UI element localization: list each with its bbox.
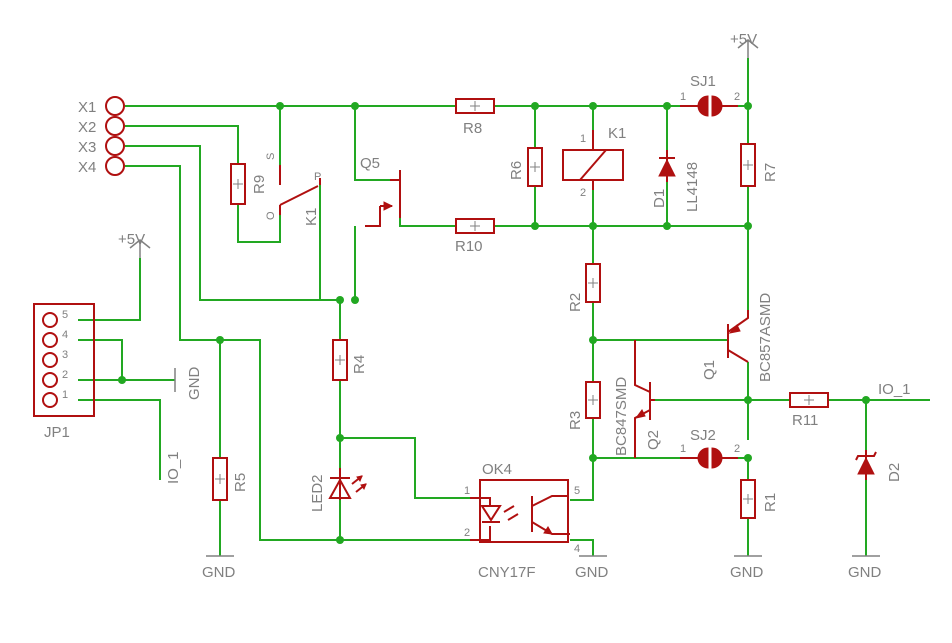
led2-label: LED2 <box>309 474 326 512</box>
ground-d2: GND <box>848 555 882 581</box>
ok4-label: OK4 <box>482 461 512 478</box>
r1-label: R1 <box>762 493 779 512</box>
optocoupler-ok4: 1 2 4 5 OK4 CNY17F <box>464 461 580 581</box>
led-led2: LED2 <box>309 468 367 512</box>
sj2-pin-2: 2 <box>734 443 740 455</box>
k1-coil-label: K1 <box>608 125 626 142</box>
connector-x2: X2 <box>78 116 125 136</box>
jumper-sj2: 1 2 SJ2 <box>680 427 740 469</box>
ok4-pin-5: 5 <box>574 485 580 497</box>
r7-label: R7 <box>762 163 779 182</box>
resistor-r1: R1 <box>740 479 779 519</box>
connector-label-x3: X3 <box>78 139 96 156</box>
io-label-right: IO_1 <box>878 381 911 398</box>
ground-jp1: GND <box>174 367 203 401</box>
q1-value: BC857ASMD <box>757 293 774 382</box>
jumper-sj1: 1 2 SJ1 <box>680 73 740 117</box>
r10-label: R10 <box>455 238 483 255</box>
gnd-label-ok4: GND <box>575 564 609 581</box>
diode-d1: D1 LL4148 <box>651 150 701 212</box>
wires <box>78 58 930 556</box>
r2-label: R2 <box>567 293 584 312</box>
k1-contact-s: S <box>265 153 277 160</box>
vcc-top-label: +5V <box>730 31 757 48</box>
transistor-q2: Q2 BC847SMD <box>613 340 662 458</box>
connector-x1: X1 <box>78 96 125 116</box>
transistor-q5: Q5 <box>360 155 401 227</box>
ground-ok4: GND <box>575 555 609 581</box>
vcc-left-symbol: +5V <box>118 231 151 258</box>
d1-label: D1 <box>651 189 668 208</box>
jp1-pin-2: 2 <box>62 369 68 381</box>
header-jp1: 5 4 3 2 1 JP1 <box>33 303 95 441</box>
resistor-r5: R5 <box>212 457 249 501</box>
r11-label: R11 <box>792 412 818 429</box>
d1-value: LL4148 <box>684 162 701 212</box>
resistor-r2: R2 <box>567 263 601 312</box>
connector-label-x2: X2 <box>78 119 96 136</box>
connector-x4: X4 <box>78 156 125 176</box>
ground-r1: GND <box>730 555 764 581</box>
ok4-pin-1: 1 <box>464 485 470 497</box>
sj1-pin-2: 2 <box>734 91 740 103</box>
q2-label: Q2 <box>645 430 662 450</box>
jp1-pin-3: 3 <box>62 349 68 361</box>
ground-r5: GND <box>202 555 236 581</box>
ok4-pin-2: 2 <box>464 527 470 539</box>
r6-label: R6 <box>508 161 525 180</box>
sj1-pin-1: 1 <box>680 91 686 103</box>
gnd-label-r5: GND <box>202 564 236 581</box>
r4-label: R4 <box>351 355 368 374</box>
k1-coil-pin-2: 2 <box>580 187 586 199</box>
relay-k1-contact: S P O K1 <box>265 153 321 226</box>
resistor-r4: R4 <box>332 339 368 381</box>
connector-label-x1: X1 <box>78 99 96 116</box>
ok4-pin-4: 4 <box>574 543 580 555</box>
resistor-r9: R9 <box>230 163 268 205</box>
jp1-pin-1: 1 <box>62 389 68 401</box>
resistor-r11: R11 <box>789 392 829 429</box>
transistor-q1: Q1 BC857ASMD <box>701 293 774 382</box>
connector-x3: X3 <box>78 136 125 156</box>
ok4-value: CNY17F <box>478 564 536 581</box>
q5-label: Q5 <box>360 155 380 172</box>
d2-label: D2 <box>886 463 903 482</box>
q2-value: BC847SMD <box>613 377 630 456</box>
r8-label: R8 <box>463 120 482 137</box>
resistor-r7: R7 <box>740 143 779 187</box>
k1-contact-p: P <box>314 171 321 183</box>
jp1-pin-4: 4 <box>62 329 68 341</box>
resistor-r3: R3 <box>567 381 601 430</box>
sj1-label: SJ1 <box>690 73 716 90</box>
junctions <box>118 102 870 544</box>
relay-k1-coil: 1 2 K1 <box>562 125 626 199</box>
q1-label: Q1 <box>701 360 718 380</box>
gnd-label-d2: GND <box>848 564 882 581</box>
resistor-r6: R6 <box>508 147 543 187</box>
vcc-left-label: +5V <box>118 231 145 248</box>
resistor-r8: R8 <box>455 98 495 137</box>
ground-symbols: GND GND GND GND GND <box>174 367 882 581</box>
sj2-pin-1: 1 <box>680 443 686 455</box>
k1-contact-o: O <box>265 211 277 220</box>
gnd-label-r1: GND <box>730 564 764 581</box>
k1-contact-label: K1 <box>303 208 320 226</box>
r9-label: R9 <box>251 175 268 194</box>
r3-label: R3 <box>567 411 584 430</box>
io-label-left: IO_1 <box>165 451 182 484</box>
k1-coil-pin-1: 1 <box>580 133 586 145</box>
vcc-top-symbol: +5V <box>730 31 759 58</box>
diode-d2: D2 <box>855 450 903 482</box>
connector-label-x4: X4 <box>78 159 96 176</box>
sj2-label: SJ2 <box>690 427 716 444</box>
jp1-label: JP1 <box>44 424 70 441</box>
jp1-pin-5: 5 <box>62 309 68 321</box>
resistor-r10: R10 <box>455 218 495 255</box>
r5-label: R5 <box>232 473 249 492</box>
gnd-label-jp1: GND <box>186 367 203 401</box>
